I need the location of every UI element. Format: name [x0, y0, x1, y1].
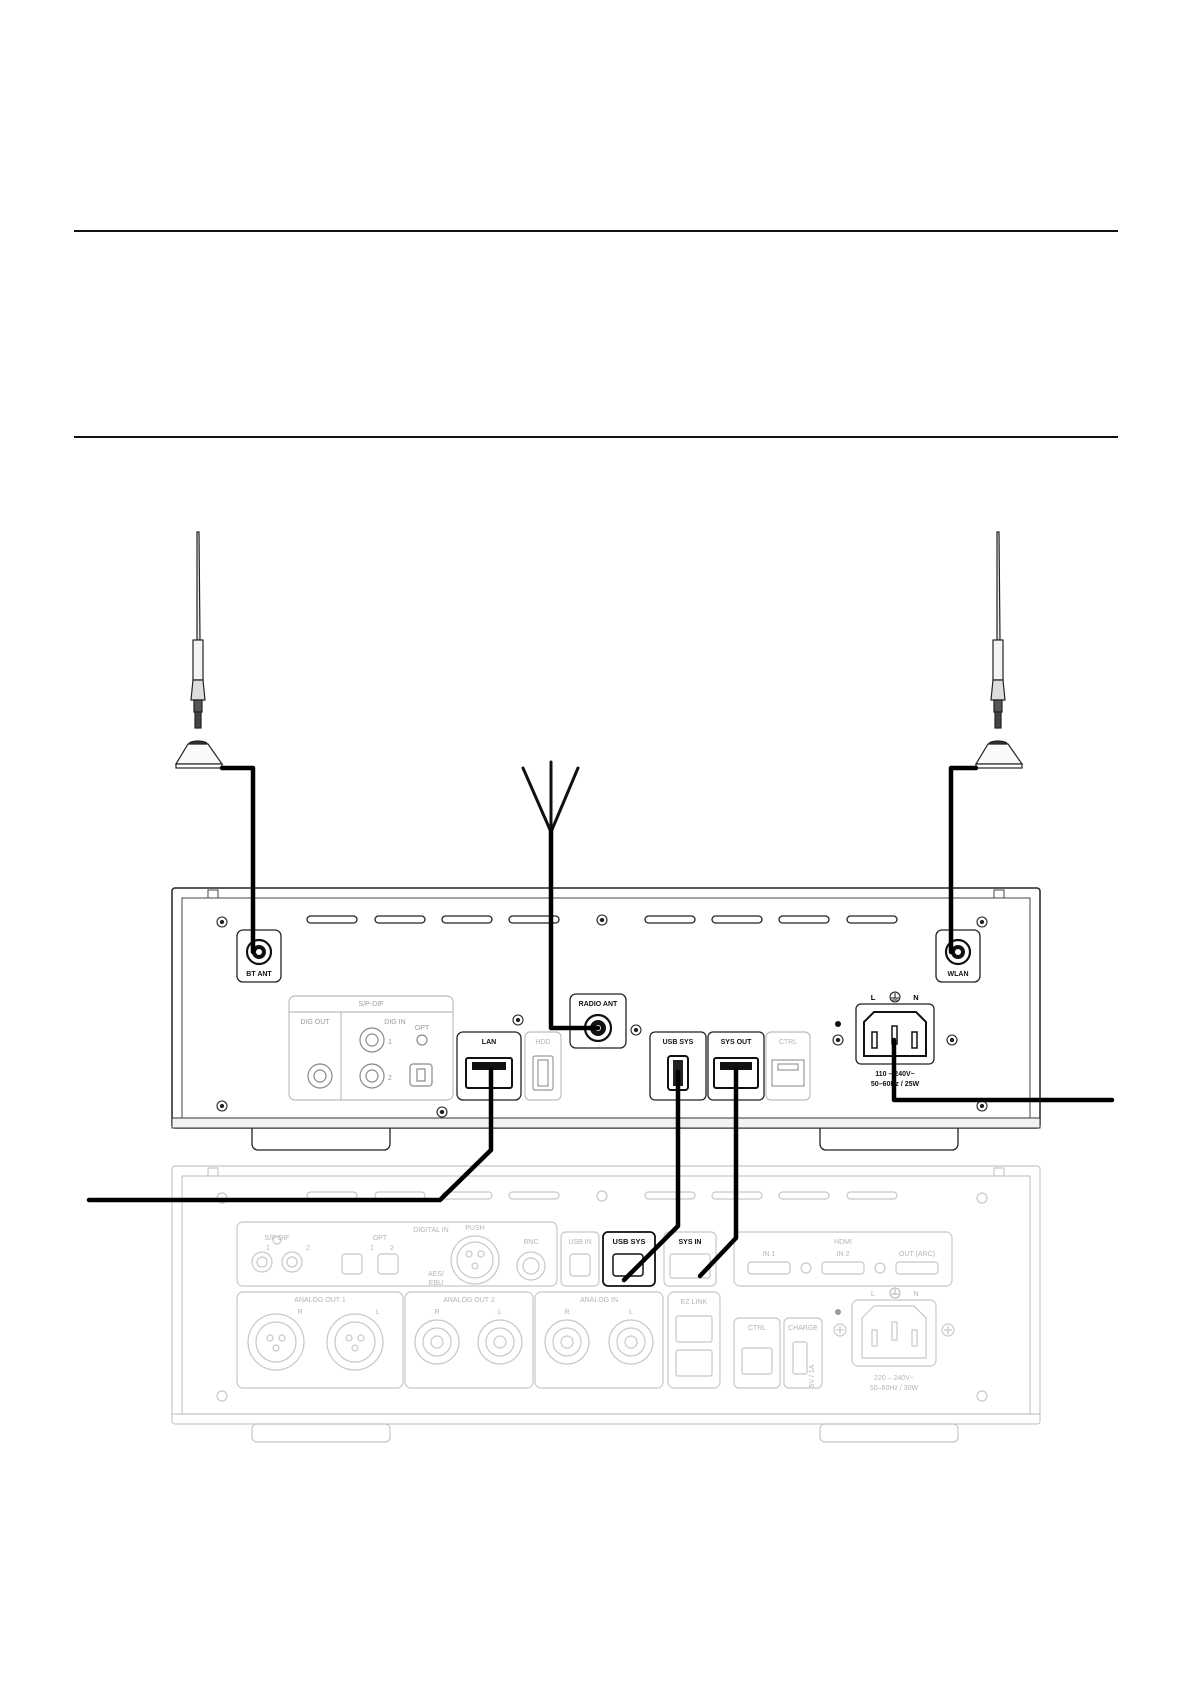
dig-in-label: DIG IN	[384, 1019, 405, 1026]
power-cable	[891, 1037, 1115, 1103]
analog-in-l-label: L	[629, 1309, 633, 1316]
hdmi-label: HDMI	[834, 1239, 852, 1246]
usb-sys-label: USB SYS	[663, 1039, 694, 1046]
upper-power-inlet	[855, 1003, 935, 1065]
fm-antenna-icon	[521, 760, 580, 834]
charge-rating-label: 5V / 1A	[809, 1364, 816, 1387]
upper-vent-slots	[306, 915, 898, 924]
ez-link-label: EZ LINK	[681, 1299, 708, 1306]
lower-power-l-label: L	[871, 1291, 875, 1298]
bt-ant-port[interactable]: BT ANT	[236, 929, 282, 983]
wlan-antenna	[974, 531, 1024, 769]
upper-ctrl-label: CTRL	[779, 1039, 797, 1046]
lan-label: LAN	[482, 1039, 496, 1046]
upper-spdif-label: S/P-DIF	[359, 1001, 384, 1008]
upper-ctrl-port	[765, 1031, 811, 1101]
charge-label: CHARGE	[788, 1325, 818, 1332]
sys-in-label: SYS IN	[679, 1239, 702, 1246]
lower-spdif-2-label: 2	[306, 1245, 310, 1252]
lan-cable	[86, 1067, 494, 1203]
upper-power-n-label: N	[913, 993, 918, 1002]
sys-out-label: SYS OUT	[721, 1039, 752, 1046]
top-divider-rule	[74, 230, 1118, 232]
hdd-label: HDD	[535, 1039, 550, 1046]
upper-unit: BT ANT WLAN RADIO ANT	[171, 887, 1041, 1151]
push-label: PUSH	[465, 1225, 484, 1232]
lower-usb-sys-label: USB SYS	[613, 1237, 646, 1246]
radio-antenna-cable	[548, 827, 601, 1031]
middle-divider-rule	[74, 436, 1118, 438]
wlan-port[interactable]: WLAN	[935, 929, 981, 983]
analog-out-1-label: ANALOG OUT 1	[294, 1297, 346, 1304]
analog-out-2-r-label: R	[434, 1309, 439, 1316]
radio-ant-port[interactable]: RADIO ANT	[569, 993, 627, 1049]
dig-in-2-label: 2	[388, 1075, 392, 1082]
bnc-label: BNC	[524, 1239, 539, 1246]
sys-link-cable	[697, 1067, 739, 1279]
analog-out-1-r-label: R	[297, 1309, 302, 1316]
lower-power-rating-1: 220 – 240V~	[874, 1375, 914, 1382]
lower-unit	[171, 1165, 1041, 1443]
bt-antenna	[174, 531, 224, 769]
lower-power-led	[835, 1309, 841, 1315]
lower-spdif-label: S/P-DIF	[265, 1235, 290, 1242]
dig-in-1-label: 1	[388, 1039, 392, 1046]
usb-in-label: USB IN	[568, 1239, 591, 1246]
wlan-antenna-cable	[948, 765, 979, 955]
bt-ant-label: BT ANT	[246, 971, 272, 978]
lower-power-rating-2: 50–60Hz / 30W	[870, 1385, 919, 1392]
radio-ant-label: RADIO ANT	[579, 1001, 618, 1008]
opt-label: OPT	[415, 1025, 430, 1032]
lower-opt-2-label: 2	[390, 1245, 394, 1252]
analog-in-r-label: R	[564, 1309, 569, 1316]
upper-power-led	[835, 1021, 841, 1027]
lower-usb-sys-port[interactable]	[602, 1231, 656, 1287]
bt-antenna-cable	[219, 765, 256, 955]
upper-screws	[216, 914, 988, 1118]
lower-power-n-label: N	[913, 1291, 918, 1298]
lower-earth-icon	[889, 1287, 901, 1299]
lower-opt-label: OPT	[373, 1235, 388, 1242]
analog-out-2-l-label: L	[498, 1309, 502, 1316]
usb-sys-cable	[621, 1069, 681, 1283]
lower-ctrl-label: CTRL	[748, 1325, 766, 1332]
lower-opt-1-label: 1	[370, 1245, 374, 1252]
hdmi-in2-label: IN 2	[837, 1251, 850, 1258]
hdmi-in1-label: IN 1	[763, 1251, 776, 1258]
cables	[86, 765, 1115, 1283]
digital-in-label: DIGITAL IN	[413, 1227, 448, 1234]
upper-earth-icon	[889, 991, 901, 1003]
analog-in-label: ANALOG IN	[580, 1297, 618, 1304]
lower-spdif-1-label: 1	[266, 1245, 270, 1252]
hdd-port	[524, 1031, 562, 1101]
upper-spdif-group	[288, 995, 454, 1101]
upper-power-l-label: L	[871, 993, 876, 1002]
hdmi-out-arc-label: OUT (ARC)	[899, 1251, 935, 1258]
aes-label: AES/	[428, 1271, 444, 1278]
analog-out-1-l-label: L	[376, 1309, 380, 1316]
analog-out-2-label: ANALOG OUT 2	[443, 1297, 495, 1304]
wlan-label: WLAN	[948, 971, 969, 978]
ebu-label: EBU	[429, 1280, 443, 1287]
dig-out-label: DIG OUT	[300, 1019, 330, 1026]
